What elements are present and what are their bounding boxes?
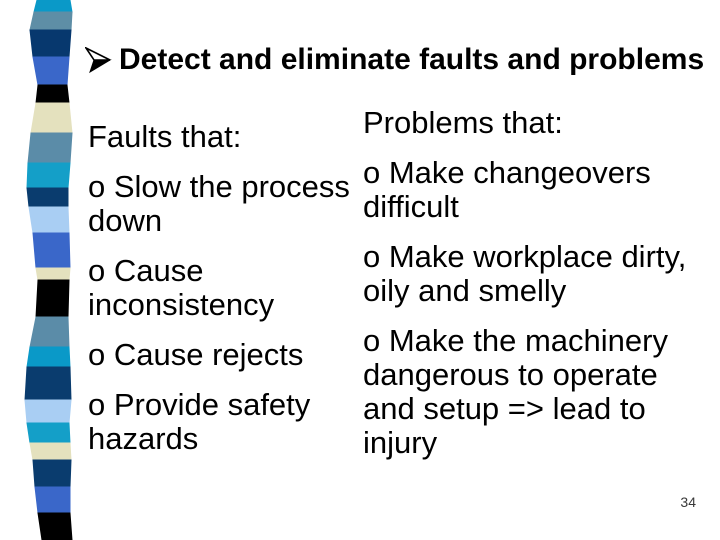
list-item: o Make changeovers difficult bbox=[363, 155, 651, 224]
stripe-segment bbox=[35, 267, 71, 281]
stripe-segment bbox=[29, 29, 72, 58]
page-number: 34 bbox=[680, 494, 696, 510]
stripe-segment bbox=[32, 459, 72, 488]
stripe-segment bbox=[28, 206, 70, 234]
stripe-segment bbox=[27, 132, 73, 164]
stripe-segment bbox=[26, 346, 71, 368]
list-item: o Cause inconsistency bbox=[88, 253, 275, 322]
stripe-segment bbox=[26, 187, 69, 208]
list-item: o Cause rejects bbox=[88, 337, 304, 372]
arrowhead-bullet-icon bbox=[85, 47, 112, 74]
faults-column: Faults that: o Slow the process down o C… bbox=[88, 120, 383, 472]
stripe-segment bbox=[24, 399, 72, 424]
stripe-segment bbox=[32, 232, 71, 269]
problems-heading: Problems that: bbox=[363, 105, 563, 140]
stripe-segment bbox=[30, 102, 73, 134]
stripe-segment bbox=[35, 84, 70, 104]
stripe-segment bbox=[32, 56, 70, 86]
stripe-segment bbox=[26, 422, 71, 444]
stripe-segment bbox=[24, 366, 72, 401]
list-item: o Provide safety hazards bbox=[88, 387, 311, 456]
stripe-segment bbox=[37, 512, 73, 540]
stripe-segment bbox=[29, 442, 72, 461]
stripe-segment bbox=[29, 316, 70, 348]
decorative-color-stripe bbox=[24, 0, 73, 540]
stripe-segment bbox=[35, 279, 70, 318]
stripe-segment bbox=[29, 11, 73, 31]
problems-column: Problems that: o Make changeovers diffic… bbox=[363, 106, 703, 476]
list-item: o Slow the process down bbox=[88, 169, 350, 238]
stripe-segment bbox=[34, 486, 71, 514]
stripe-segment bbox=[26, 162, 71, 189]
list-item: o Make workplace dirty, oily and smelly bbox=[363, 239, 687, 308]
stripe-segment bbox=[33, 0, 73, 13]
slide-title-text: Detect and eliminate faults and problems bbox=[119, 43, 705, 76]
faults-heading: Faults that: bbox=[88, 119, 242, 154]
list-item: o Make the machinery dangerous to operat… bbox=[363, 323, 668, 460]
slide-title: Detect and eliminate faults and problems bbox=[85, 42, 715, 78]
